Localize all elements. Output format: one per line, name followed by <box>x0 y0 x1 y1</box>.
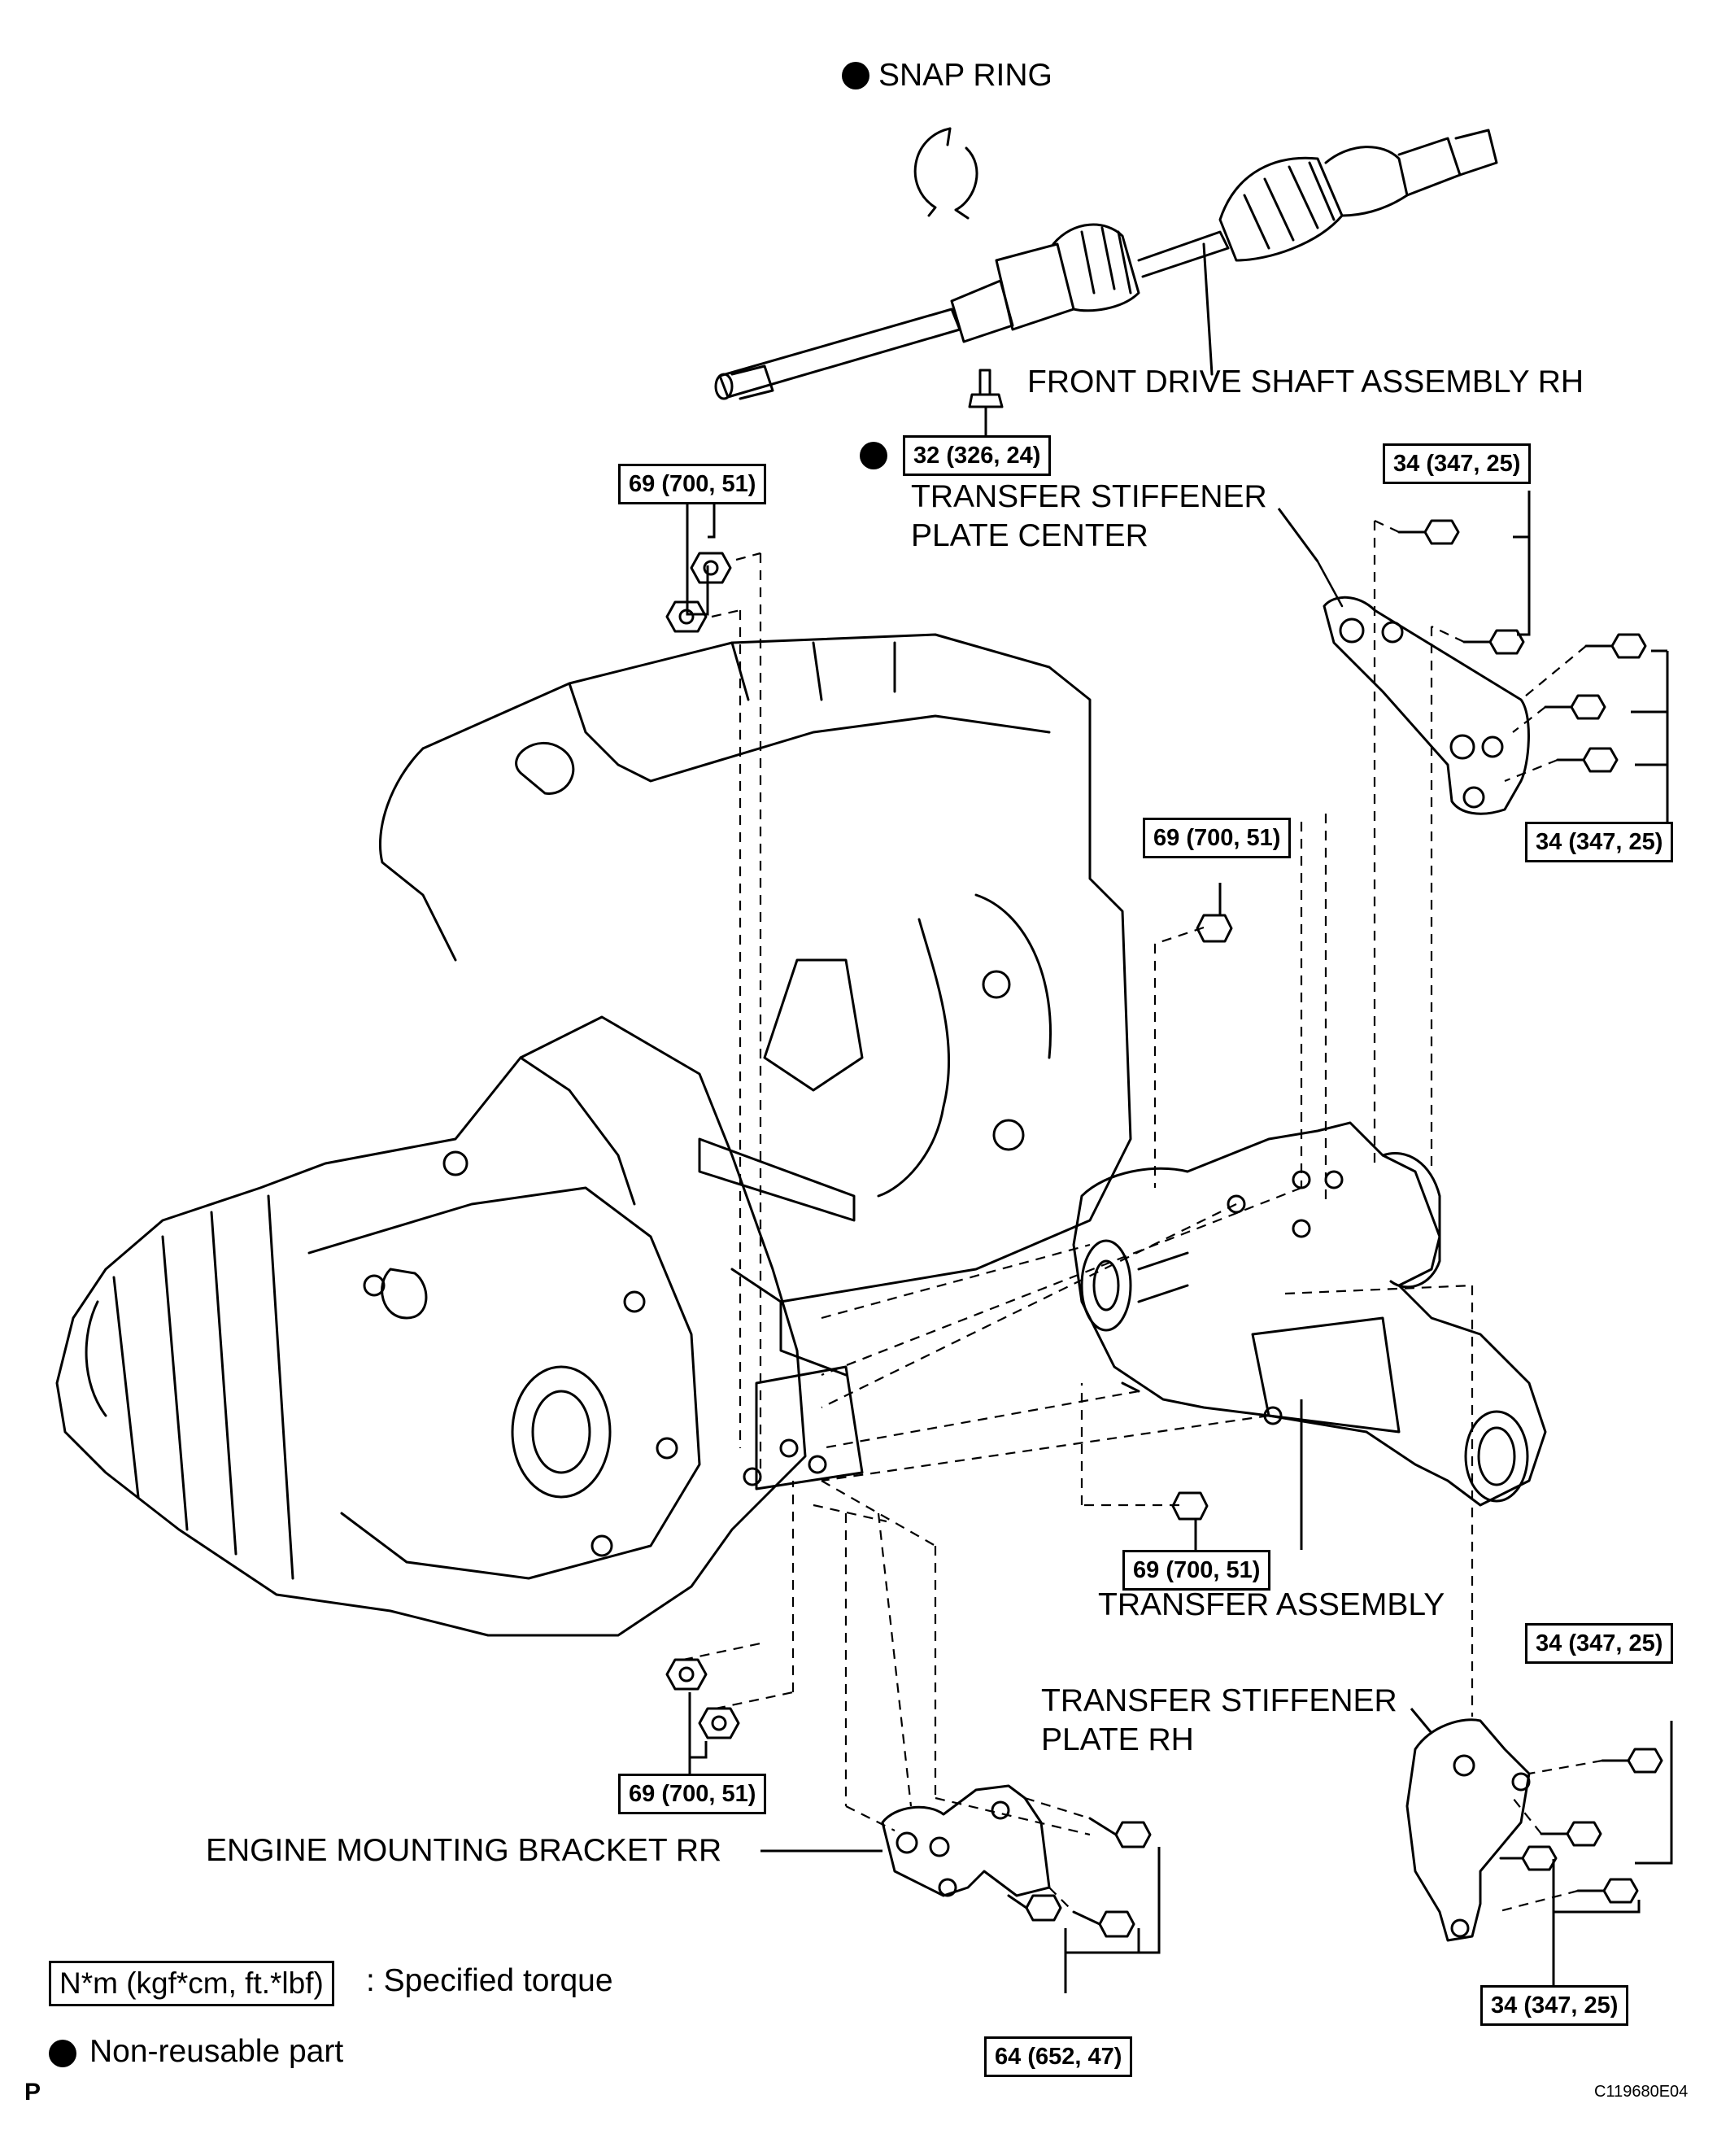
torque-lower-left-nuts: 69 (700, 51) <box>618 1774 767 1814</box>
stiffener-center-bolt-part <box>968 369 1004 437</box>
torque-stiffener-rh-upper-bolts: 34 (347, 25) <box>1525 1623 1674 1664</box>
transfer-upper-nut <box>1196 914 1233 943</box>
stiffener-plate-center-part <box>1316 560 1530 815</box>
front-drive-shaft-label: FRONT DRIVE SHAFT ASSEMBLY RH <box>1027 364 1584 399</box>
non-reusable-dot-icon <box>842 62 869 89</box>
engine-mounting-bracket-label: ENGINE MOUNTING BRACKET RR <box>206 1833 722 1868</box>
torque-stiffener-center-right-bolts: 34 (347, 25) <box>1525 822 1674 862</box>
transfer-assembly-part <box>1072 1121 1547 1507</box>
engine-part <box>378 633 1132 1377</box>
engine-mounting-bracket-part <box>881 1784 1152 1938</box>
snap-ring-label: SNAP RING <box>878 58 1052 93</box>
torque-mounting-bracket-bolts: 64 (652, 47) <box>984 2036 1133 2077</box>
torque-stiffener-center-top-bolts: 34 (347, 25) <box>1383 443 1532 484</box>
legend-non-reusable: Non-reusable part <box>89 2034 344 2069</box>
torque-stiffener-center-bolt: 32 (326, 24) <box>903 435 1052 476</box>
lower-left-nuts <box>665 1658 740 1739</box>
stiffener-rh-label-1: TRANSFER STIFFENER <box>1041 1683 1397 1718</box>
figure-code: C119680E04 <box>1594 2083 1689 2101</box>
snap-ring-part <box>913 127 978 220</box>
torque-stiffener-rh-lower-bolts: 34 (347, 25) <box>1480 1985 1629 2026</box>
upper-left-nuts <box>665 552 732 633</box>
torque-transfer-lower-nut: 69 (700, 51) <box>1122 1550 1271 1591</box>
non-reusable-dot-icon <box>860 442 887 469</box>
transfer-assembly-label: TRANSFER ASSEMBLY <box>1098 1587 1445 1622</box>
front-drive-shaft-part <box>714 129 1498 400</box>
stiffener-center-label-1: TRANSFER STIFFENER <box>911 479 1267 514</box>
bolts-center-plate <box>1397 519 1647 773</box>
page-mark: P <box>24 2079 41 2106</box>
legend-torque-unit-box: N*m (kgf*cm, ft.*lbf) <box>49 1961 334 2006</box>
stiffener-plate-rh-part <box>1405 1718 1663 1942</box>
torque-upper-left-nuts: 69 (700, 51) <box>618 464 767 504</box>
stiffener-center-label-2: PLATE CENTER <box>911 518 1148 553</box>
stiffener-rh-label-2: PLATE RH <box>1041 1722 1194 1757</box>
transmission-part <box>55 1015 864 1637</box>
non-reusable-dot-icon <box>49 2040 76 2067</box>
legend-torque-desc: : Specified torque <box>366 1963 613 1998</box>
torque-transfer-upper-nut: 69 (700, 51) <box>1143 818 1292 858</box>
